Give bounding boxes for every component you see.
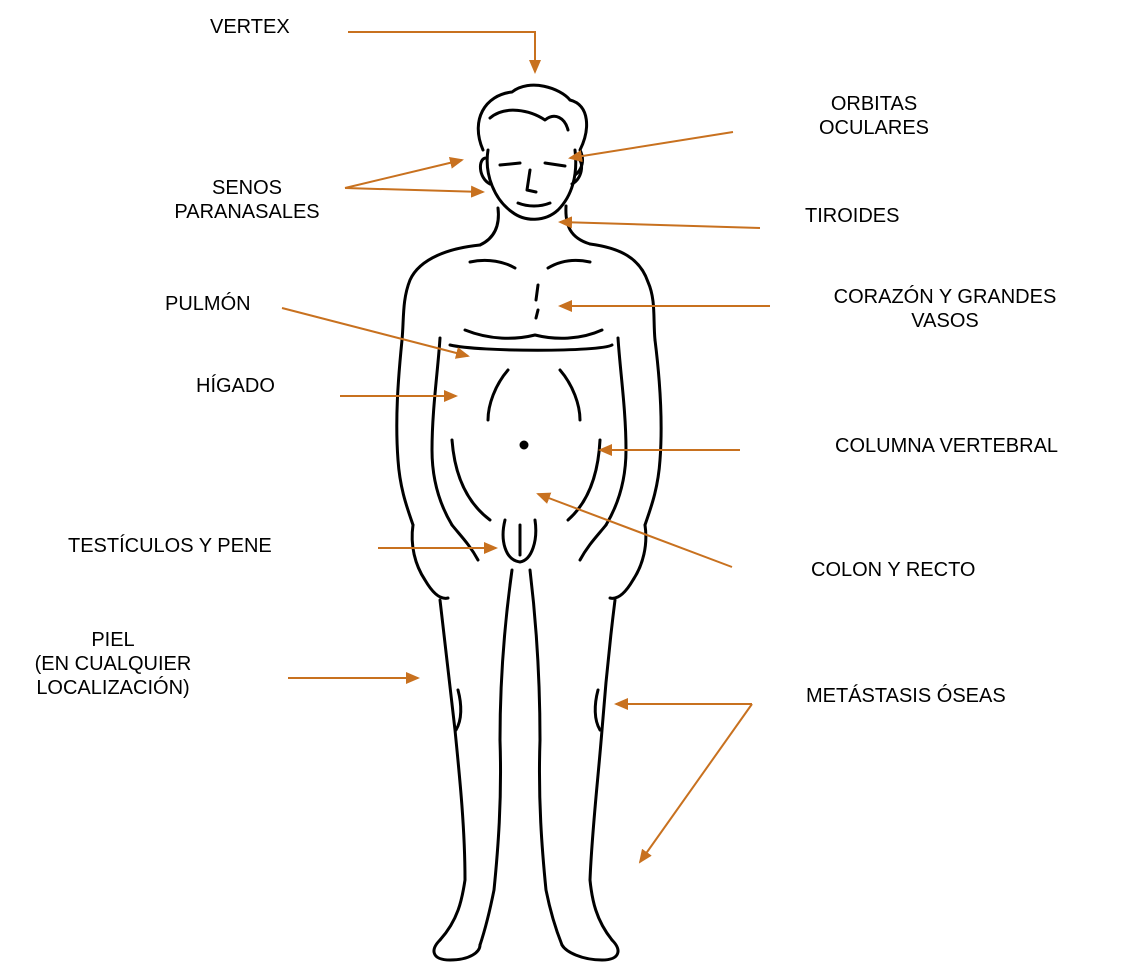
label-testiculos-pene: TESTÍCULOS Y PENE: [68, 534, 272, 558]
label-piel: PIEL (EN CUALQUIER LOCALIZACIÓN): [2, 628, 224, 700]
arrow-colon: [538, 494, 732, 567]
arrow-pulmon: [282, 308, 468, 356]
arrow-senos-lower: [345, 188, 483, 192]
label-columna-vertebral: COLUMNA VERTEBRAL: [835, 434, 1058, 458]
arrow-metastasis-lower: [640, 704, 752, 862]
label-vertex: VERTEX: [210, 15, 290, 39]
arrow-vertex: [348, 32, 535, 72]
label-tiroides: TIROIDES: [805, 204, 899, 228]
arrow-tiroides: [560, 222, 760, 228]
label-corazon-grandes-vasos: CORAZÓN Y GRANDES VASOS: [795, 285, 1095, 333]
arrow-senos-upper: [345, 160, 462, 188]
arrow-orbitas: [570, 132, 733, 158]
body-outline: [397, 85, 661, 960]
label-metastasis-oseas: METÁSTASIS ÓSEAS: [806, 684, 1006, 708]
label-colon-recto: COLON Y RECTO: [811, 558, 976, 582]
label-orbitas-oculares: ORBITAS OCULARES: [800, 92, 948, 140]
label-pulmon: PULMÓN: [165, 292, 251, 316]
label-higado: HÍGADO: [196, 374, 275, 398]
label-senos-paranasales: SENOS PARANASALES: [160, 176, 334, 224]
